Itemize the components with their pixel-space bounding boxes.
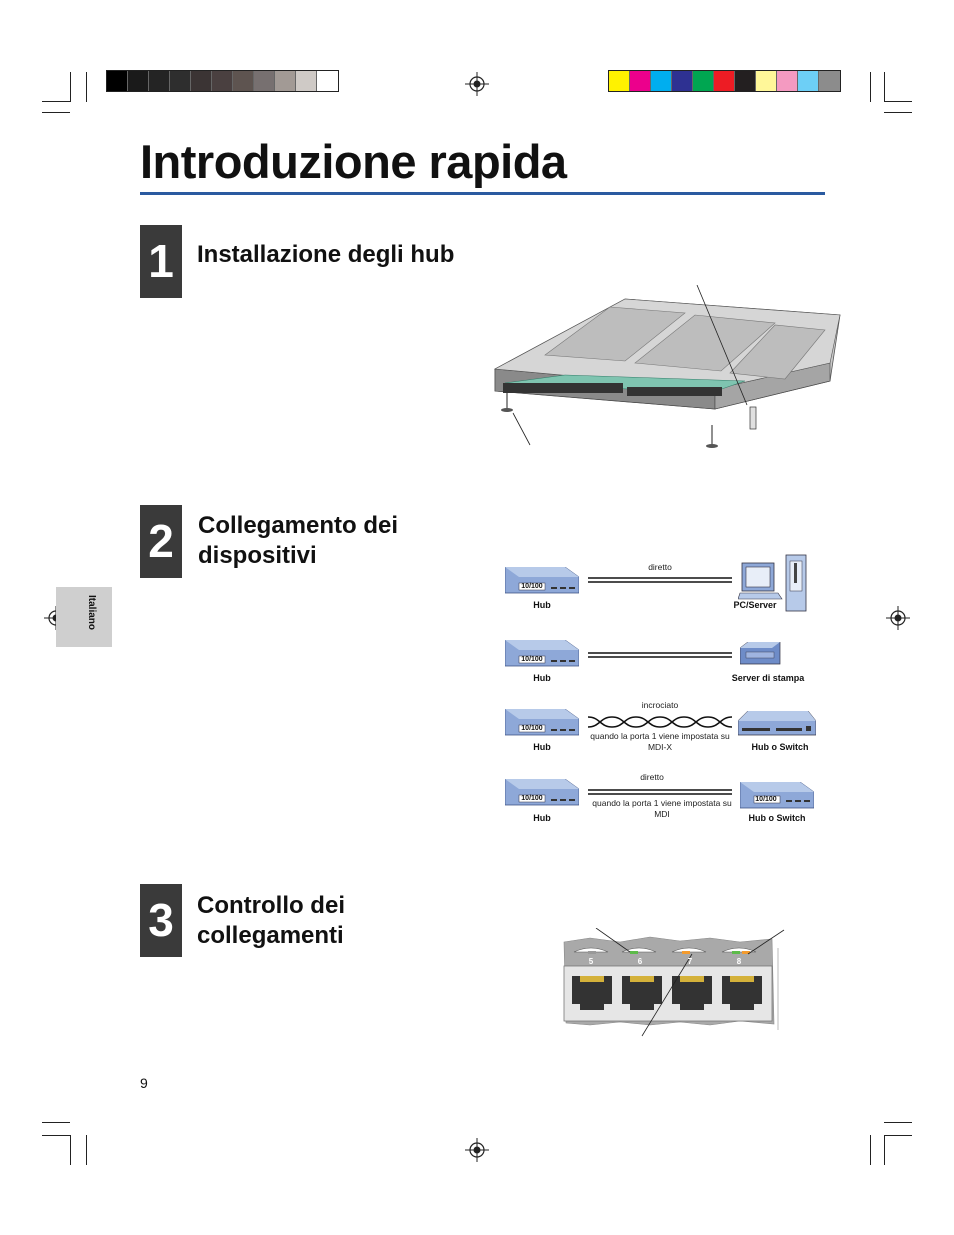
- cable-type-label: incrociato: [641, 700, 679, 710]
- color-swatch: [149, 71, 170, 91]
- color-swatch: [693, 71, 714, 91]
- color-swatch: [233, 71, 254, 91]
- hub-badge: 10/100: [521, 795, 543, 802]
- port-number-label: 8: [736, 957, 742, 966]
- language-tab: Italiano: [56, 587, 112, 647]
- color-swatch: [191, 71, 212, 91]
- color-swatch: [170, 71, 191, 91]
- color-swatch: [735, 71, 756, 91]
- device-label-right: Hub o Switch: [748, 813, 806, 823]
- color-swatch: [672, 71, 693, 91]
- step-number-1: 1: [140, 225, 182, 298]
- hub-device-icon: [740, 782, 814, 809]
- page-title: Introduzione rapida: [140, 135, 567, 188]
- color-swatch: [128, 71, 149, 91]
- color-swatch: [714, 71, 735, 91]
- straight-cable-icon: [588, 577, 732, 583]
- step-title-3: Controllo dei collegamenti: [197, 892, 345, 949]
- crop-mark: [870, 1135, 871, 1165]
- device-label-left: Hub: [533, 600, 551, 610]
- port-number-label: 7: [687, 957, 693, 966]
- device-label-right: Hub o Switch: [751, 742, 809, 752]
- crop-mark: [884, 101, 912, 102]
- port-leds-illustration: [563, 928, 785, 1037]
- crop-mark: [42, 1122, 70, 1123]
- registration-mark-icon: [465, 1138, 489, 1162]
- device-label-left: Hub: [533, 742, 551, 752]
- cable-type-label: diretto: [648, 562, 672, 572]
- language-tab-label: Italiano: [86, 595, 97, 631]
- port-number-label: 5: [588, 957, 594, 966]
- switch-device-icon: [738, 711, 816, 736]
- cable-note: quando la porta 1 viene impostata su MDI…: [590, 731, 730, 752]
- hub-badge: 10/100: [755, 796, 777, 803]
- color-swatch: [777, 71, 798, 91]
- pc-server-icon: [738, 554, 807, 612]
- crop-mark: [884, 112, 912, 113]
- color-swatch: [630, 71, 651, 91]
- step-number-3: 3: [140, 884, 182, 957]
- color-swatch: [756, 71, 777, 91]
- step-title-1: Installazione degli hub: [197, 241, 455, 268]
- straight-cable-icon: [588, 652, 732, 658]
- crop-mark: [884, 1135, 912, 1136]
- straight-cable-icon: [588, 789, 732, 795]
- crop-mark: [86, 72, 87, 102]
- hub-badge: 10/100: [521, 725, 543, 732]
- color-swatch: [798, 71, 819, 91]
- color-swatch: [275, 71, 296, 91]
- crop-mark: [870, 72, 871, 102]
- port-number-label: 6: [637, 957, 643, 966]
- hub-installation-illustration: [493, 285, 841, 448]
- crop-mark: [884, 72, 885, 102]
- color-swatch: [651, 71, 672, 91]
- color-swatch: [609, 71, 630, 91]
- color-swatch: [819, 71, 840, 91]
- color-swatch: [317, 71, 338, 91]
- title-rule: [140, 192, 825, 195]
- hub-device-icon: [505, 779, 579, 806]
- device-label-left: Hub: [533, 673, 551, 683]
- crop-mark: [70, 72, 71, 102]
- hub-device-icon: [505, 567, 579, 594]
- color-swatch: [212, 71, 233, 91]
- device-label-right: PC/Server: [733, 600, 777, 610]
- crop-mark: [42, 101, 70, 102]
- color-swatch: [254, 71, 275, 91]
- step-number-2: 2: [140, 505, 182, 578]
- hub-device-icon: [505, 640, 579, 667]
- registration-mark-icon: [465, 72, 489, 96]
- print-server-icon: [740, 642, 781, 665]
- crop-mark: [42, 112, 70, 113]
- device-label-left: Hub: [533, 813, 551, 823]
- crop-mark: [884, 1135, 885, 1165]
- color-swatch: [107, 71, 128, 91]
- color-swatch: [296, 71, 317, 91]
- crop-mark: [42, 1135, 70, 1136]
- color-calibration-bar: [608, 70, 841, 92]
- step-title-2: Collegamento dei dispositivi: [198, 512, 399, 569]
- hub-badge: 10/100: [521, 583, 543, 590]
- crop-mark: [884, 1122, 912, 1123]
- page-number: 9: [140, 1075, 148, 1091]
- grey-calibration-bar: [106, 70, 339, 92]
- crop-mark: [86, 1135, 87, 1165]
- crop-mark: [70, 1135, 71, 1165]
- cable-type-label: diretto: [640, 772, 664, 782]
- registration-mark-icon: [886, 606, 910, 630]
- hub-badge: 10/100: [521, 656, 543, 663]
- device-label-right: Server di stampa: [731, 673, 805, 683]
- crossover-cable-icon: [588, 716, 732, 728]
- hub-device-icon: [505, 709, 579, 736]
- cable-note: quando la porta 1 viene impostata su MDI: [592, 798, 732, 819]
